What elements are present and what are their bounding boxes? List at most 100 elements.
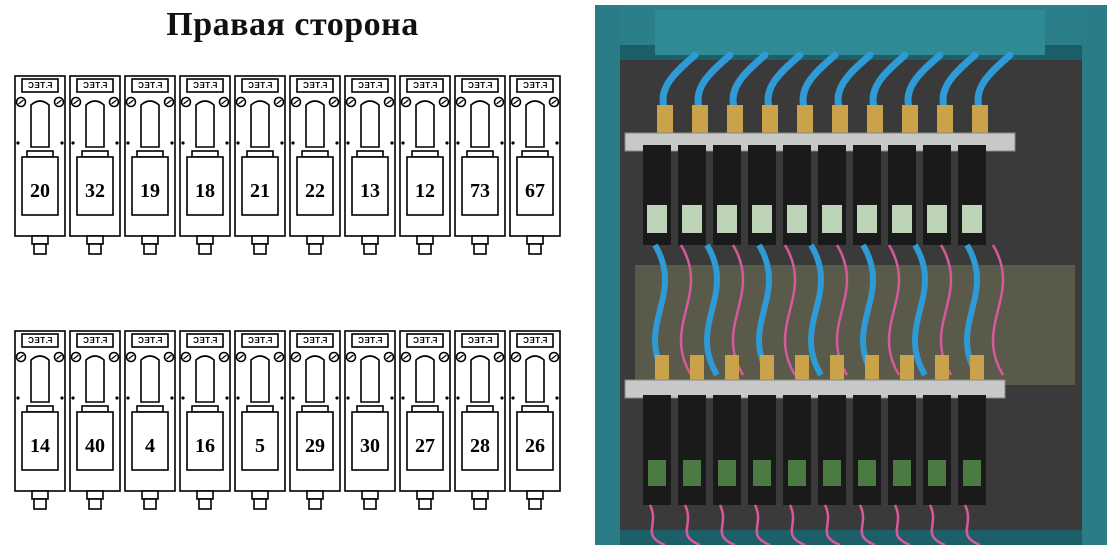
air-tube: [659, 51, 699, 114]
valve-bottom: [748, 395, 776, 505]
valve-number: 40: [85, 435, 105, 457]
valve-bottom: [713, 395, 741, 505]
valve-bank-photo: [595, 5, 1107, 545]
brass-fitting: [727, 105, 743, 133]
wire: [788, 504, 806, 545]
module-brand-label: F.TEC: [82, 336, 108, 345]
valve-number: 16: [195, 435, 215, 457]
module-brand-label: F.TEC: [192, 336, 218, 345]
air-tube: [799, 51, 839, 114]
brass-fitting: [830, 355, 844, 383]
air-tube: [729, 51, 769, 114]
brass-fitting: [795, 355, 809, 383]
valve-number: 32: [85, 180, 105, 202]
diagram-title: Правая сторона: [166, 6, 419, 43]
valve-indicator: [927, 205, 947, 233]
valve-module-22: F.TEC 22: [289, 75, 341, 255]
valve-indicator: [648, 460, 666, 486]
valve-module-4: F.TEC 4: [124, 330, 176, 510]
brass-fitting: [690, 355, 704, 383]
module-brand-label: F.TEC: [467, 336, 493, 345]
valve-number: 29: [305, 435, 325, 457]
valve-indicator: [962, 205, 982, 233]
brass-fitting: [657, 105, 673, 133]
air-tube: [694, 51, 734, 114]
wire: [753, 504, 771, 545]
valve-module-13: F.TEC 13: [344, 75, 396, 255]
valve-indicator: [928, 460, 946, 486]
wire: [858, 504, 876, 545]
valve-indicator: [787, 205, 807, 233]
module-brand-label: F.TEC: [137, 336, 163, 345]
valve-number: 4: [145, 435, 155, 457]
module-brand-label: F.TEC: [522, 336, 548, 345]
valve-number: 27: [415, 435, 435, 457]
wire: [823, 504, 841, 545]
valve-bottom: [853, 395, 881, 505]
valve-indicator: [822, 205, 842, 233]
brass-fitting: [970, 355, 984, 383]
valve-indicator: [752, 205, 772, 233]
wire: [648, 504, 666, 545]
module-brand-label: F.TEC: [302, 336, 328, 345]
brass-fitting: [760, 355, 774, 383]
wire: [893, 504, 911, 545]
valve-number: 22: [305, 180, 325, 202]
brass-fitting: [902, 105, 918, 133]
valve-bottom: [818, 395, 846, 505]
brass-fitting: [692, 105, 708, 133]
valve-number: 13: [360, 180, 380, 202]
valve-bottom: [783, 395, 811, 505]
valve-module-40: F.TEC 40: [69, 330, 121, 510]
valve-module-26: F.TEC 26: [509, 330, 561, 510]
valve-number: 19: [140, 180, 160, 202]
wire: [887, 244, 901, 376]
brass-fitting: [935, 355, 949, 383]
valve-number: 26: [525, 435, 545, 457]
brass-fitting: [900, 355, 914, 383]
module-brand-label: F.TEC: [467, 81, 493, 90]
module-brand-label: F.TEC: [357, 81, 383, 90]
valve-bottom: [958, 395, 986, 505]
wire: [991, 244, 1005, 376]
wire: [808, 243, 824, 377]
brass-fitting: [655, 355, 669, 383]
module-brand-label: F.TEC: [192, 81, 218, 90]
module-brand-label: F.TEC: [357, 336, 383, 345]
air-tube: [939, 51, 979, 114]
wire: [963, 504, 981, 545]
wire: [683, 504, 701, 545]
air-tube: [764, 51, 804, 114]
valve-indicator: [647, 205, 667, 233]
wire: [912, 243, 928, 377]
brass-fitting: [937, 105, 953, 133]
wire: [718, 504, 736, 545]
brass-fitting: [797, 105, 813, 133]
brass-fitting: [972, 105, 988, 133]
manifold-bar-bottom: [624, 379, 1006, 399]
module-brand-label: F.TEC: [412, 81, 438, 90]
wire: [783, 244, 797, 376]
valve-bottom: [643, 395, 671, 505]
valve-indicator: [682, 205, 702, 233]
module-brand-label: F.TEC: [302, 81, 328, 90]
module-brand-label: F.TEC: [27, 336, 53, 345]
valve-indicator: [717, 205, 737, 233]
wire: [964, 243, 980, 377]
brass-fitting: [867, 105, 883, 133]
valve-indicator: [823, 460, 841, 486]
air-tube: [834, 51, 874, 114]
